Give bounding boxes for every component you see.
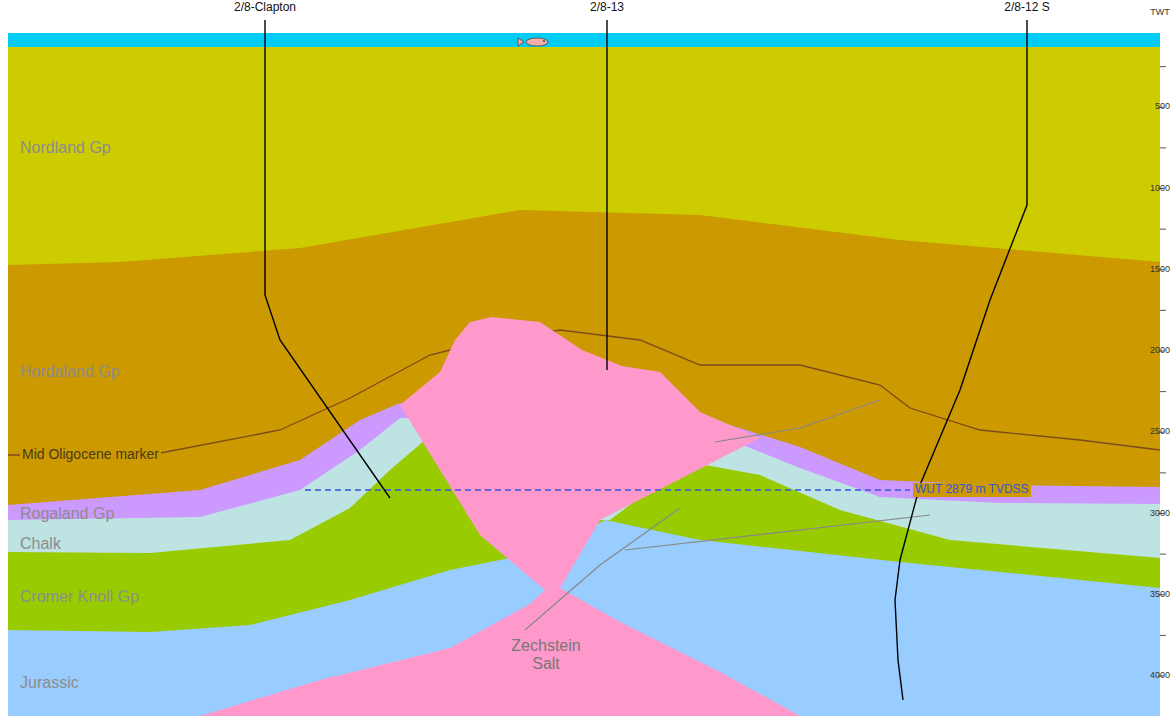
axis-value: 500 [1155,102,1170,112]
axis-value: 1000 [1150,184,1170,194]
formation-label: Cromer Knoll Gp [20,588,139,606]
axis-tick [1160,554,1166,555]
axis-tick [1160,147,1166,148]
well-paths [265,20,1027,700]
fish-icon [518,38,548,46]
axis-tick [1160,635,1166,636]
marker-label: Mid Oligocene marker [20,447,161,462]
well-name: 2/8-13 [590,1,624,14]
axis-value: 2000 [1150,346,1170,356]
formation-label: Rogaland Gp [20,505,114,523]
axis-value: 4000 [1150,671,1170,681]
formation-label: Chalk [20,535,61,553]
salt-label: Zechstein Salt [506,637,586,672]
axis-value: 2500 [1150,427,1170,437]
axis-tick [1160,229,1166,230]
jurassic-layer [8,47,1160,716]
sea-layer [8,33,1160,47]
axis-title: TWT [1150,8,1170,18]
axis-value: 3500 [1150,590,1170,600]
wut-line [305,489,910,490]
axis-tick [1160,391,1166,392]
axis-tick [1160,66,1166,67]
formation-label: Nordland Gp [20,139,111,157]
formation-label: Jurassic [20,674,79,692]
fault-lines [525,400,930,630]
formation-label: Hordaland Gp [20,363,120,381]
zechstein-salt-body [200,317,800,716]
twt-axis-ticks [1158,67,1166,676]
well-name: 2/8-12 S [1004,1,1049,14]
axis-tick [1160,472,1166,473]
axis-value: 1500 [1150,265,1170,275]
nordland-layer [8,47,1160,265]
well-name: 2/8-Clapton [234,1,296,14]
axis-tick [1160,310,1166,311]
wut-label: WUT 2879 m TVDSS [913,483,1031,496]
axis-value: 3000 [1150,509,1170,519]
